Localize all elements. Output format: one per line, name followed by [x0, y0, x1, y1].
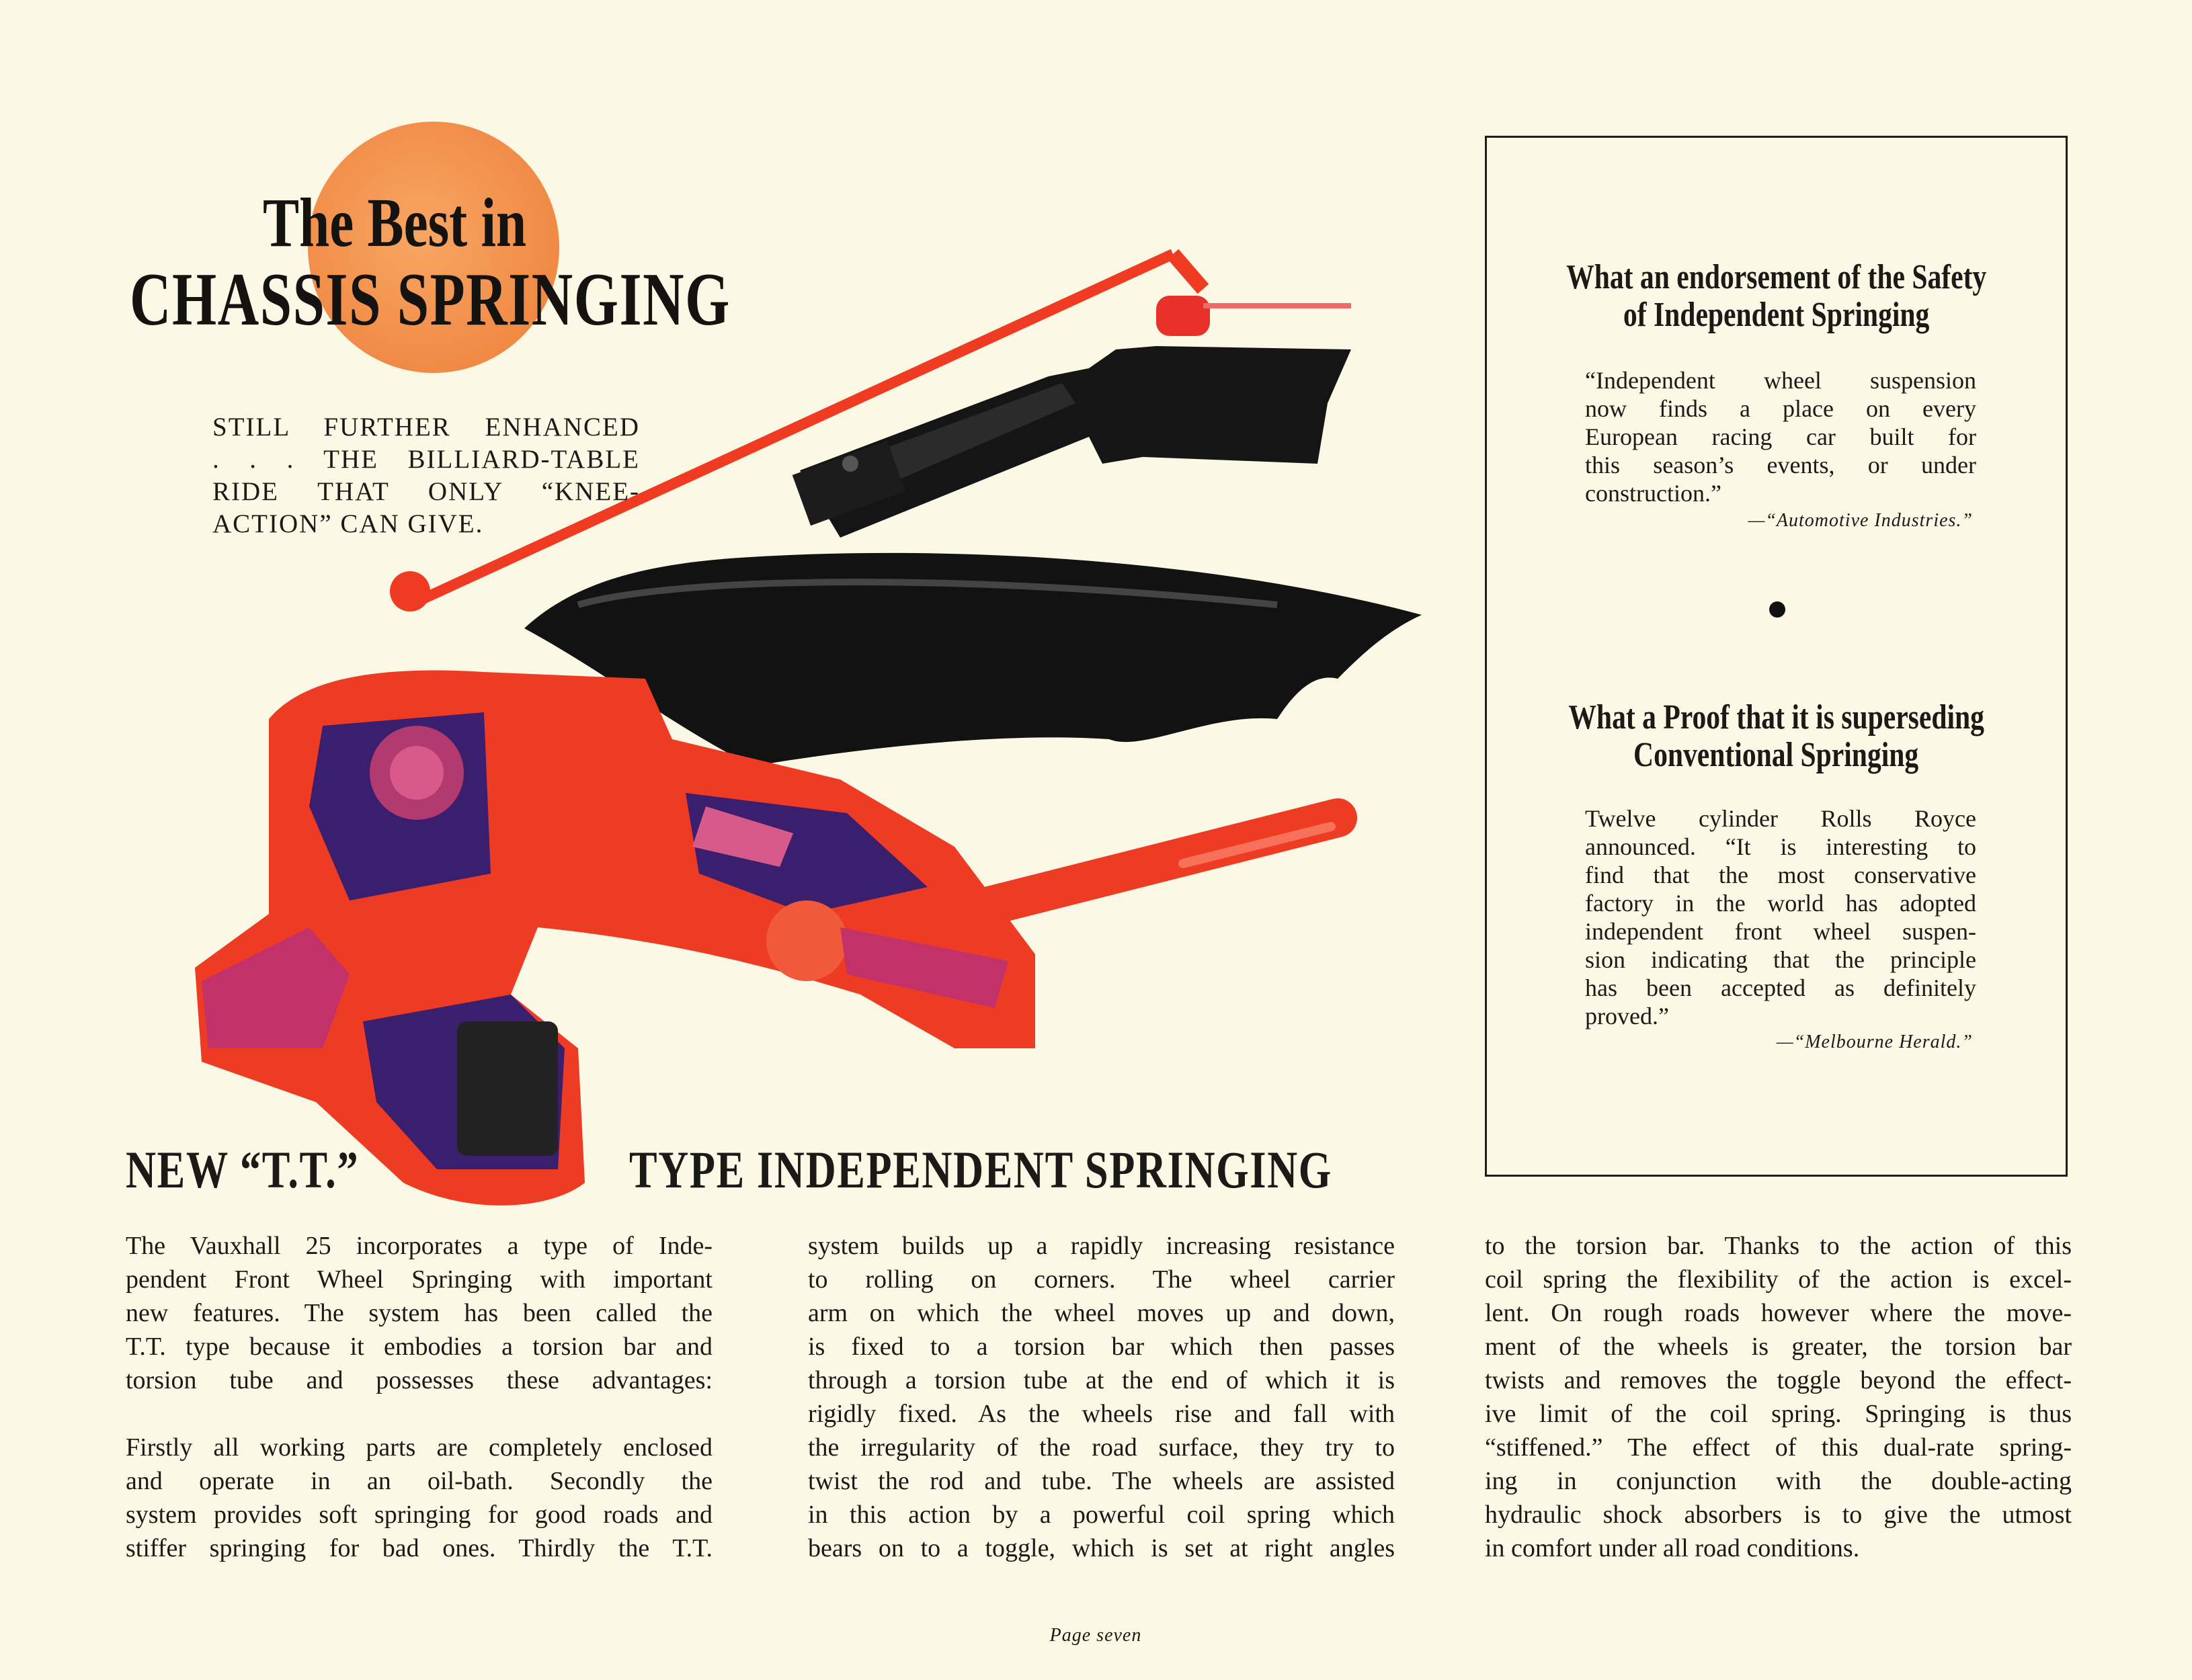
body-line: stiffer springing for bad ones. Thirdly … — [126, 1534, 713, 1562]
body-column-1: The Vauxhall 25 incorporates a type of I… — [126, 1229, 713, 1565]
headline-line-2: CHASSIS SPRINGING — [130, 258, 731, 341]
body-line: Firstly all working parts are completely… — [126, 1433, 713, 1462]
body-column-2: system builds up a rapidly increasing re… — [808, 1229, 1395, 1565]
orange-sun-disc — [308, 122, 559, 373]
upper-arm-black — [792, 346, 1351, 538]
body-line: lent. On rough roads however where the m… — [1485, 1299, 2072, 1327]
body-line: bears on to a toggle, which is set at ri… — [808, 1534, 1395, 1562]
section-title-type: TYPE INDEPENDENT SPRINGING — [629, 1140, 1332, 1199]
heading-line: of Independent Springing — [1623, 296, 1930, 334]
quote-line: sion indicating that the principle — [1585, 946, 1976, 973]
quote-line: proved.” — [1585, 1003, 1669, 1030]
body-line: coil spring the flexibility of the actio… — [1485, 1265, 2072, 1294]
body-line: pendent Front Wheel Springing with impor… — [126, 1265, 713, 1294]
body-line: ing in conjunction with the double-actin… — [1485, 1467, 2072, 1495]
lower-fender-black — [524, 552, 1422, 766]
automotive-industries-quote: “Independent wheel suspension now finds … — [1585, 366, 1976, 507]
heading-line: Conventional Springing — [1633, 736, 1919, 774]
heading-line: What a Proof that it is superseding — [1568, 698, 1984, 737]
bullet-dot-icon — [1769, 601, 1785, 618]
body-line: the irregularity of the road surface, th… — [808, 1433, 1395, 1462]
quote-attribution: —“Automotive Industries.” — [1748, 510, 1973, 531]
endorsement-box: What an endorsement of the Safety of Ind… — [1485, 136, 2068, 1177]
body-line: rigidly fixed. As the wheels rise and fa… — [808, 1400, 1395, 1428]
body-line: twists and removes the toggle beyond the… — [1485, 1366, 2072, 1394]
body-column-3: to the torsion bar. Thanks to the action… — [1485, 1229, 2072, 1565]
body-line: new features. The system has been called… — [126, 1299, 713, 1327]
proof-heading: What a Proof that it is superseding Conv… — [1487, 699, 2066, 774]
quote-line: independent front wheel suspen- — [1585, 918, 1976, 945]
melbourne-herald-quote: Twelve cylinder Rolls Royce announced. “… — [1585, 804, 1976, 1030]
body-line: ment of the wheels is greater, the torsi… — [1485, 1333, 2072, 1361]
body-line: is fixed to a torsion bar which then pas… — [808, 1333, 1395, 1361]
body-line: arm on which the wheel moves up and down… — [808, 1299, 1395, 1327]
body-line: The Vauxhall 25 incorporates a type of I… — [126, 1232, 713, 1260]
subtitle-line: ACTION” CAN GIVE. — [212, 509, 484, 538]
body-line: T.T. type because it embodies a torsion … — [126, 1333, 713, 1361]
body-line: to rolling on corners. The wheel carrier — [808, 1265, 1395, 1294]
body-line: system builds up a rapidly increasing re… — [808, 1232, 1395, 1260]
body-line: in comfort under all road conditions. — [1485, 1534, 1860, 1562]
body-line: and operate in an oil-bath. Secondly the — [126, 1467, 713, 1495]
body-line: “stiffened.” The effect of this dual-rat… — [1485, 1433, 2072, 1462]
quote-line: has been accepted as definitely — [1585, 974, 1976, 1001]
section-title-new-tt: NEW “T.T.” — [126, 1140, 360, 1199]
page-number: Page seven — [1049, 1625, 1142, 1646]
body-line: twist the rod and tube. The wheels are a… — [808, 1467, 1395, 1495]
endorsement-heading: What an endorsement of the Safety of Ind… — [1487, 259, 2066, 334]
quote-attribution: —“Melbourne Herald.” — [1776, 1032, 1973, 1052]
body-line: in this action by a powerful coil spring… — [808, 1501, 1395, 1529]
body-line: ive limit of the coil spring. Springing … — [1485, 1400, 2072, 1428]
quote-line: European racing car built for — [1585, 423, 1976, 450]
heading-line: What an endorsement of the Safety — [1566, 258, 1987, 296]
headline-line-1: The Best in — [263, 184, 527, 261]
quote-line: find that the most conservative — [1585, 862, 1976, 888]
body-line: torsion tube and possesses these advanta… — [126, 1366, 713, 1394]
quote-line: now finds a place on every — [1585, 395, 1976, 422]
body-line: through a torsion tube at the end of whi… — [808, 1366, 1395, 1394]
quote-line: “Independent wheel suspension — [1585, 367, 1976, 394]
quote-line: factory in the world has adopted — [1585, 890, 1976, 917]
subtitle-line: RIDE THAT ONLY “KNEE- — [212, 477, 640, 506]
steering-rod — [390, 249, 1351, 612]
body-line: hydraulic shock absorbers is to give the… — [1485, 1501, 2072, 1529]
subtitle: STILL FURTHER ENHANCED . . . THE BILLIAR… — [212, 411, 640, 540]
body-line: system provides soft springing for good … — [126, 1501, 713, 1529]
quote-line: construction.” — [1585, 480, 1721, 507]
quote-line: Twelve cylinder Rolls Royce — [1585, 805, 1976, 832]
body-line: to the torsion bar. Thanks to the action… — [1485, 1232, 2072, 1260]
red-housing — [195, 670, 1357, 1206]
subtitle-line: . . . THE BILLIARD-TABLE — [212, 445, 640, 474]
quote-line: this season’s events, or under — [1585, 452, 1976, 478]
quote-line: announced. “It is interesting to — [1585, 833, 1976, 860]
subtitle-line: STILL FURTHER ENHANCED — [212, 413, 640, 442]
